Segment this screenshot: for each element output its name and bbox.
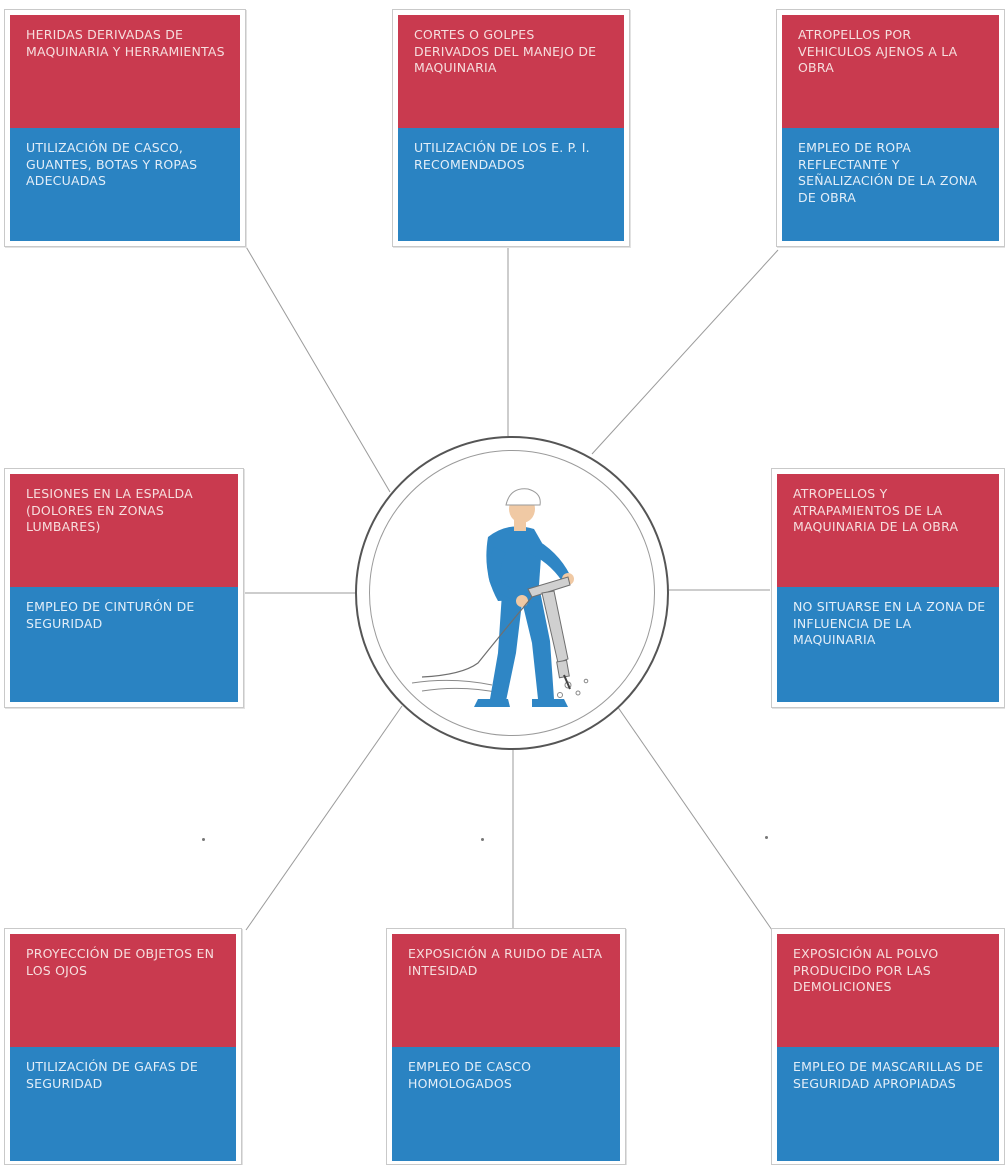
risk-label: EXPOSICIÓN A RUIDO DE ALTA INTESIDAD xyxy=(392,934,620,1047)
risk-label: HERIDAS DERIVADAS DE MAQUINARIA Y HERRAM… xyxy=(10,15,240,128)
risk-label: LESIONES EN LA ESPALDA (DOLORES EN ZONAS… xyxy=(10,474,238,587)
dot-mark xyxy=(481,838,484,841)
measure-label: EMPLEO DE MASCARILLAS DE SEGURIDAD APROP… xyxy=(777,1047,999,1161)
risk-card-1: HERIDAS DERIVADAS DE MAQUINARIA Y HERRAM… xyxy=(4,9,246,247)
risk-card-2: CORTES O GOLPES DERIVADOS DEL MANEJO DE … xyxy=(392,9,630,247)
risk-card-7: EXPOSICIÓN A RUIDO DE ALTA INTESIDAD EMP… xyxy=(386,928,626,1165)
risk-card-3: ATROPELLOS POR VEHICULOS AJENOS A LA OBR… xyxy=(776,9,1005,247)
connector-line-top-right xyxy=(591,249,779,455)
risk-label: PROYECCIÓN DE OBJETOS EN LOS OJOS xyxy=(10,934,236,1047)
measure-label: EMPLEO DE CASCO HOMOLOGADOS xyxy=(392,1047,620,1161)
risk-card-6: PROYECCIÓN DE OBJETOS EN LOS OJOS UTILIZ… xyxy=(4,928,242,1165)
measure-label: UTILIZACIÓN DE CASCO, GUANTES, BOTAS Y R… xyxy=(10,128,240,241)
risk-card-5: ATROPELLOS Y ATRAPAMIENTOS DE LA MAQUINA… xyxy=(771,468,1005,708)
measure-label: EMPLEO DE ROPA REFLECTANTE Y SEÑALIZACIÓ… xyxy=(782,128,999,241)
risk-label: CORTES O GOLPES DERIVADOS DEL MANEJO DE … xyxy=(398,15,624,128)
risk-card-4: LESIONES EN LA ESPALDA (DOLORES EN ZONAS… xyxy=(4,468,244,708)
jackhammer-worker-icon xyxy=(411,488,589,707)
risk-label: ATROPELLOS Y ATRAPAMIENTOS DE LA MAQUINA… xyxy=(777,474,999,587)
connector-line-top-left xyxy=(244,244,391,493)
connector-line-bottom-right xyxy=(614,702,773,931)
measure-label: UTILIZACIÓN DE LOS E. P. I. RECOMENDADOS xyxy=(398,128,624,241)
center-circle xyxy=(355,436,669,750)
dot-mark xyxy=(765,836,768,839)
measure-label: UTILIZACIÓN DE GAFAS DE SEGURIDAD xyxy=(10,1047,236,1161)
connector-line-bottom-left xyxy=(245,705,403,931)
measure-label: NO SITUARSE EN LA ZONA DE INFLUENCIA DE … xyxy=(777,587,999,702)
measure-label: EMPLEO DE CINTURÓN DE SEGURIDAD xyxy=(10,587,238,702)
risk-label: EXPOSICIÓN AL POLVO PRODUCIDO POR LAS DE… xyxy=(777,934,999,1047)
center-inner-ring xyxy=(369,450,655,736)
dot-mark xyxy=(202,838,205,841)
risk-label: ATROPELLOS POR VEHICULOS AJENOS A LA OBR… xyxy=(782,15,999,128)
risk-card-8: EXPOSICIÓN AL POLVO PRODUCIDO POR LAS DE… xyxy=(771,928,1005,1165)
